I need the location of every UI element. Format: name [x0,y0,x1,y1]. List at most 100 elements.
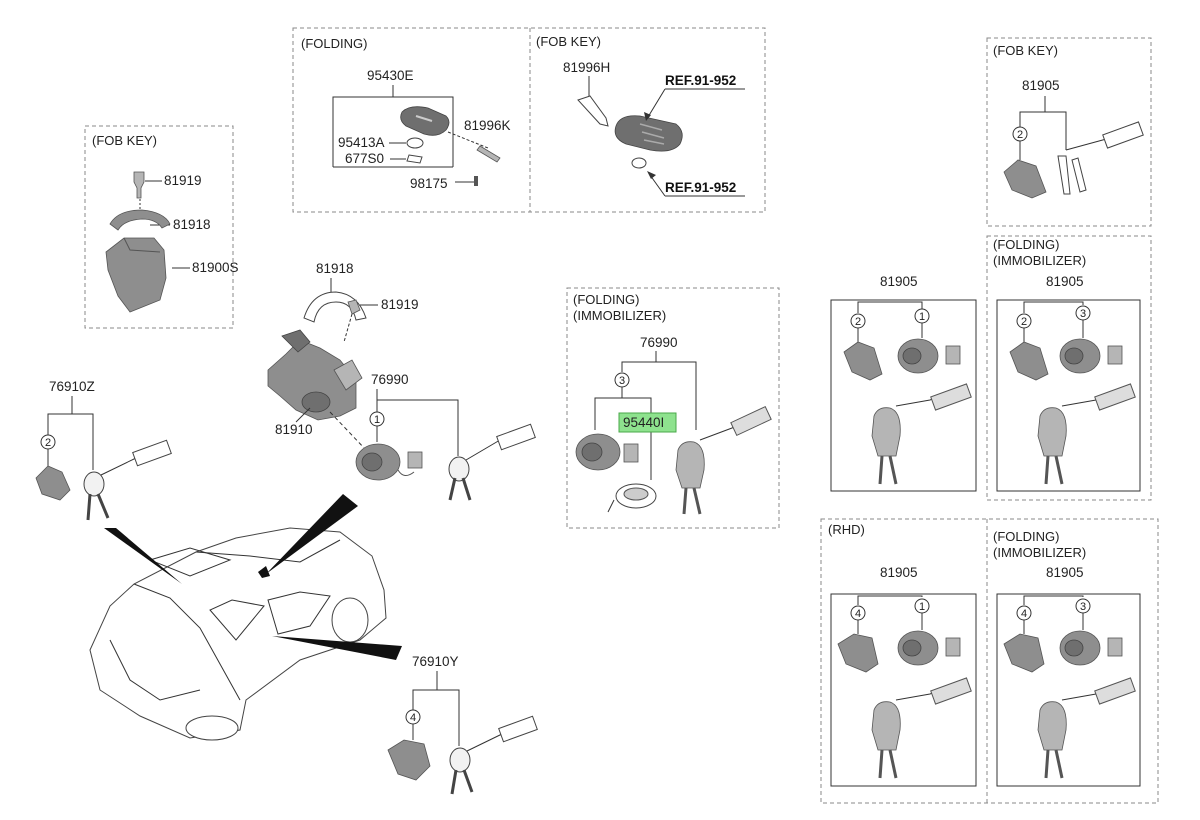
key-bottom [449,715,538,795]
lock-assy-81900S [105,237,167,313]
svg-text:2: 2 [855,316,861,328]
label-81905-fob[interactable]: 81905 [1022,78,1060,93]
label-81900S[interactable]: 81900S [192,260,239,275]
key-left [83,439,172,521]
bracket-81918-left [109,209,171,231]
callout-pointer-left [104,528,182,584]
svg-text:2: 2 [45,437,51,449]
immobilizer-coil-95440I [607,483,657,513]
box-81905-b [996,299,1141,492]
battery-fob [631,157,647,169]
folding-key-mid [675,405,772,515]
ignition-cylinder-a [897,338,961,374]
section-folding-r2: (FOLDING) [993,529,1059,544]
svg-text:3: 3 [619,375,625,387]
door-cylinder-d [1003,633,1045,673]
section-immobilizer-mid: (IMMOBILIZER) [573,308,666,323]
label-95413A[interactable]: 95413A [338,135,385,150]
door-cylinder-bottom [387,739,431,781]
svg-text:1: 1 [919,601,925,613]
fob-key-right-box [986,37,1152,227]
door-cylinder-b [1009,341,1049,381]
label-81919-left[interactable]: 81919 [164,173,202,188]
key-blade-81996K [476,145,501,163]
section-folding: (FOLDING) [301,36,367,51]
label-81905-a[interactable]: 81905 [880,274,918,289]
section-fob-key-top: (FOB KEY) [536,34,601,49]
section-immobilizer-r2: (IMMOBILIZER) [993,545,1086,560]
key-center [448,423,536,501]
label-81918-center[interactable]: 81918 [316,261,354,276]
screw-81919-center [347,299,361,315]
svg-text:2: 2 [1017,129,1023,141]
ignition-cylinder-d [1059,630,1123,666]
svg-text:4: 4 [855,608,861,620]
callout-pointer-center [266,494,358,574]
label-81905-d[interactable]: 81905 [1046,565,1084,580]
battery-95413A [406,137,424,149]
label-81996H[interactable]: 81996H [563,60,610,75]
screw-81919-left [133,171,145,199]
section-rhd: (RHD) [828,522,865,537]
door-cylinder-left [35,465,71,501]
keys-fob-right [1057,121,1144,195]
section-folding-mid: (FOLDING) [573,292,639,307]
ignition-cylinder-b [1059,338,1123,374]
smart-key-fob [614,115,683,152]
ref-91-952-top[interactable]: REF.91-952 [665,73,736,88]
emergency-key-81996H [577,95,609,127]
label-76910Z[interactable]: 76910Z [49,379,95,394]
label-76990-center[interactable]: 76990 [371,372,409,387]
svg-text:4: 4 [1021,608,1027,620]
folding-fob-box [292,27,766,213]
folding-key-c [871,677,972,779]
label-76990-mid[interactable]: 76990 [640,335,678,350]
vehicle-illustration [89,527,387,741]
ignition-mark [258,566,270,578]
label-81905-c[interactable]: 81905 [880,565,918,580]
ignition-cylinder-c [897,630,961,666]
svg-text:2: 2 [1021,316,1027,328]
rhd-box [820,518,1159,804]
svg-text:3: 3 [1080,308,1086,320]
label-95440I[interactable]: 95440I [623,415,664,430]
box-81905-a [830,299,977,492]
box-81905-d [996,593,1141,787]
ignition-cylinder-mid [575,433,639,471]
label-81996K[interactable]: 81996K [464,118,511,133]
label-81918-left[interactable]: 81918 [173,217,211,232]
svg-text:1: 1 [919,311,925,323]
section-immobilizer-r1: (IMMOBILIZER) [993,253,1086,268]
pin-98175 [474,176,478,186]
section-folding-r1: (FOLDING) [993,237,1059,252]
bracket-81918-center [303,291,367,323]
label-81910[interactable]: 81910 [275,422,313,437]
door-cylinder-fob [1003,159,1047,199]
svg-text:1: 1 [374,414,380,426]
section-fob-key-left: (FOB KEY) [92,133,157,148]
box-81905-c [830,593,977,787]
door-cylinder-c [837,633,879,673]
folding-immobilizer-right-box [986,235,1152,501]
label-81919-center[interactable]: 81919 [381,297,419,312]
label-81905-b[interactable]: 81905 [1046,274,1084,289]
folding-key-b [1037,383,1136,485]
folding-immobilizer-mid-box [566,287,780,529]
label-95430E[interactable]: 95430E [367,68,414,83]
label-677S0[interactable]: 677S0 [345,151,384,166]
part-677S0 [406,154,423,164]
svg-text:4: 4 [410,712,416,724]
folding-key-a [871,383,972,485]
section-fob-key-right: (FOB KEY) [993,43,1058,58]
callout-pointer-bottom [272,636,402,660]
highlight-95440I[interactable] [618,412,677,433]
ignition-cylinder-center [355,443,423,481]
folding-key-fob [400,106,450,136]
ref-91-952-bottom[interactable]: REF.91-952 [665,180,736,195]
door-cylinder-a [843,341,883,381]
folding-key-d [1037,677,1136,779]
svg-text:3: 3 [1080,601,1086,613]
label-98175[interactable]: 98175 [410,176,448,191]
label-76910Y[interactable]: 76910Y [412,654,459,669]
